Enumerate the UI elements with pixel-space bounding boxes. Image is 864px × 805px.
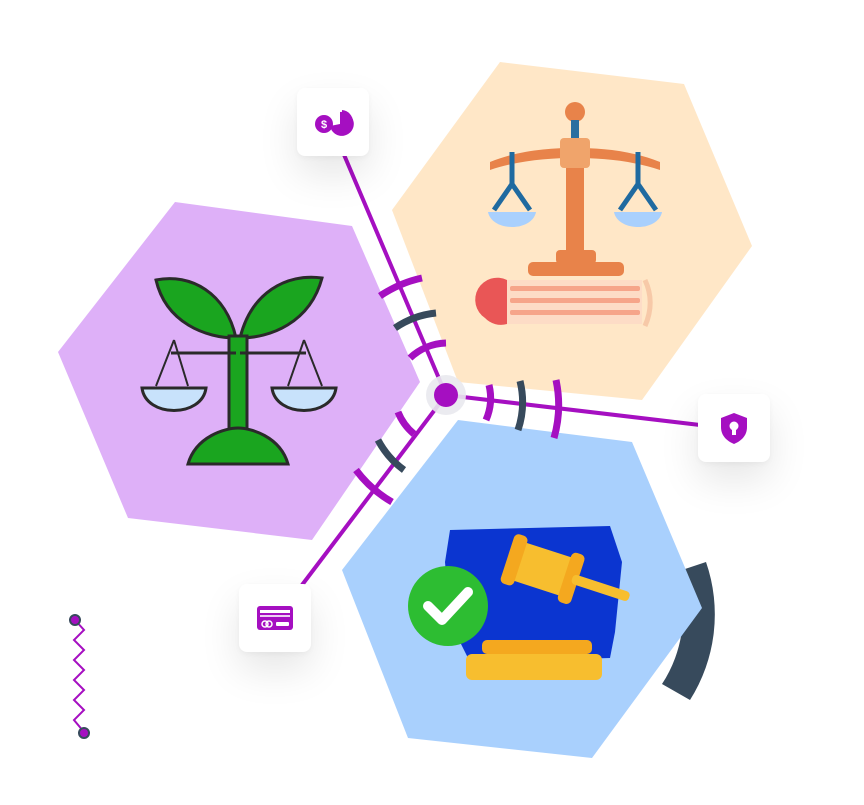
finance-card[interactable]: $ — [297, 88, 369, 156]
network-lines — [300, 149, 701, 587]
dark-arc — [662, 562, 715, 700]
security-card[interactable] — [698, 394, 770, 462]
svg-text:$: $ — [321, 119, 327, 131]
plant-scale-icon — [136, 268, 346, 468]
dollar-pie-chart-icon: $ — [315, 110, 354, 136]
payment-card[interactable] — [239, 584, 311, 652]
gavel-check-icon — [408, 526, 630, 680]
zigzag-line — [69, 614, 90, 739]
center-node — [434, 383, 458, 407]
credit-card-icon — [257, 606, 293, 630]
shield-lock-icon — [721, 413, 747, 444]
scale-of-justice-icon — [475, 102, 662, 328]
